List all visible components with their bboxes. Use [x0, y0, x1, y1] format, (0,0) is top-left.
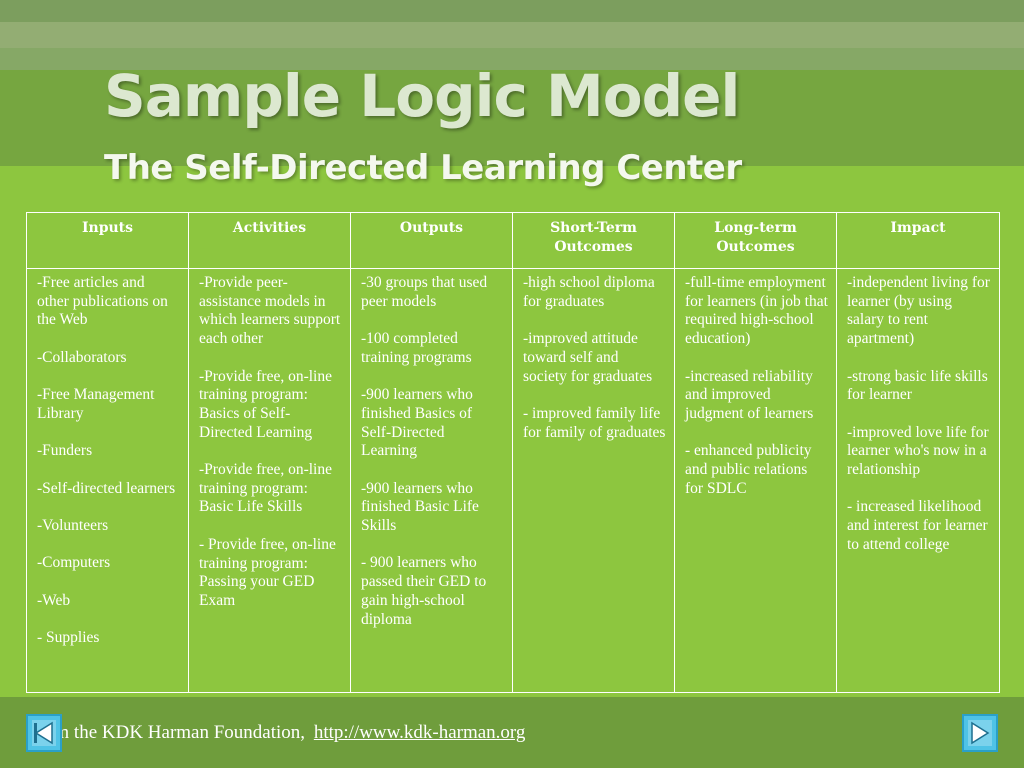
title-band	[0, 70, 1024, 166]
list-item: -Provide free, on-line training program:…	[199, 367, 332, 441]
list-item: -Volunteers	[37, 517, 109, 535]
list-item: -30 groups that used peer models	[361, 274, 488, 310]
cell-impact: -independent living for learner (by usin…	[836, 268, 1000, 693]
footer-band	[0, 697, 1024, 768]
list-item: -strong basic life skills for learner	[847, 367, 988, 404]
next-slide-icon	[968, 720, 992, 746]
column-header-outputs: Outputs	[350, 212, 513, 269]
cell-outputs: -30 groups that used peer models -100 co…	[350, 268, 513, 693]
column-header-short-term-outcomes: Short-Term Outcomes	[512, 212, 675, 269]
footer-credit-text: From the KDK Harman Foundation,	[28, 722, 306, 743]
list-item: -Collaborators	[37, 348, 127, 366]
list-item: -increased reliability and improved judg…	[685, 367, 814, 422]
column-header-activities: Activities	[188, 212, 351, 269]
slide-title: Sample Logic Model	[104, 62, 740, 130]
cell-long-term-outcomes: -full-time employment for learners (in j…	[674, 268, 837, 693]
cell-activities: -Provide peer-assistance models in which…	[188, 268, 351, 693]
header-stripe	[0, 22, 1024, 48]
list-item: -Computers	[37, 554, 111, 572]
header-stripe	[0, 0, 1024, 22]
list-item: - Provide free, on-line training program…	[199, 535, 336, 609]
list-item: -Free Management Library	[37, 386, 155, 422]
footer-link[interactable]: http://www.kdk-harman.org	[313, 722, 526, 743]
list-item: - enhanced publicity and public relation…	[685, 442, 812, 497]
previous-slide-icon	[32, 720, 56, 746]
list-item: -Web	[37, 591, 71, 609]
list-item: -improved love life for learner who's no…	[847, 423, 989, 478]
column-header-long-term-outcomes: Long-term Outcomes	[674, 212, 837, 269]
header-band	[0, 0, 1024, 70]
list-item: -full-time employment for learners (in j…	[685, 274, 828, 348]
list-item: - Supplies	[37, 629, 100, 647]
cell-inputs: -Free articles and other publications on…	[26, 268, 189, 693]
column-header-inputs: Inputs	[26, 212, 189, 269]
next-slide-button[interactable]	[962, 714, 998, 752]
list-item: -100 completed training programs	[361, 330, 472, 366]
list-item: -Funders	[37, 442, 93, 460]
column-header-impact: Impact	[836, 212, 1000, 269]
list-item: -900 learners who finished Basic Life Sk…	[361, 479, 479, 535]
list-item: - increased likelihood and interest for …	[847, 498, 988, 553]
footer-credit: From the KDK Harman Foundation, http://w…	[28, 722, 525, 744]
logic-model-table: Inputs Activities Outputs Short-Term Out…	[26, 212, 1000, 693]
list-item: - 900 learners who passed their GED to g…	[361, 554, 487, 628]
list-item: -Free articles and other publications on…	[37, 274, 168, 329]
list-item: -Provide free, on-line training program:…	[199, 461, 332, 516]
list-item: -independent living for learner (by usin…	[847, 274, 990, 348]
slide-subtitle: The Self-Directed Learning Center	[104, 148, 742, 188]
list-item: -Self-directed learners	[37, 479, 176, 497]
previous-slide-button[interactable]	[26, 714, 62, 752]
list-item: -Provide peer-assistance models in which…	[199, 274, 341, 348]
table-header-row: Inputs Activities Outputs Short-Term Out…	[26, 212, 1000, 269]
table-row: -Free articles and other publications on…	[26, 268, 1000, 693]
list-item: -improved attitude toward self and socie…	[523, 330, 653, 385]
list-item: - improved family life for family of gra…	[523, 404, 666, 441]
cell-short-term-outcomes: -high school diploma for graduates -impr…	[512, 268, 675, 693]
list-item: -high school diploma for graduates	[523, 274, 655, 310]
list-item: -900 learners who finished Basics of Sel…	[361, 386, 473, 460]
